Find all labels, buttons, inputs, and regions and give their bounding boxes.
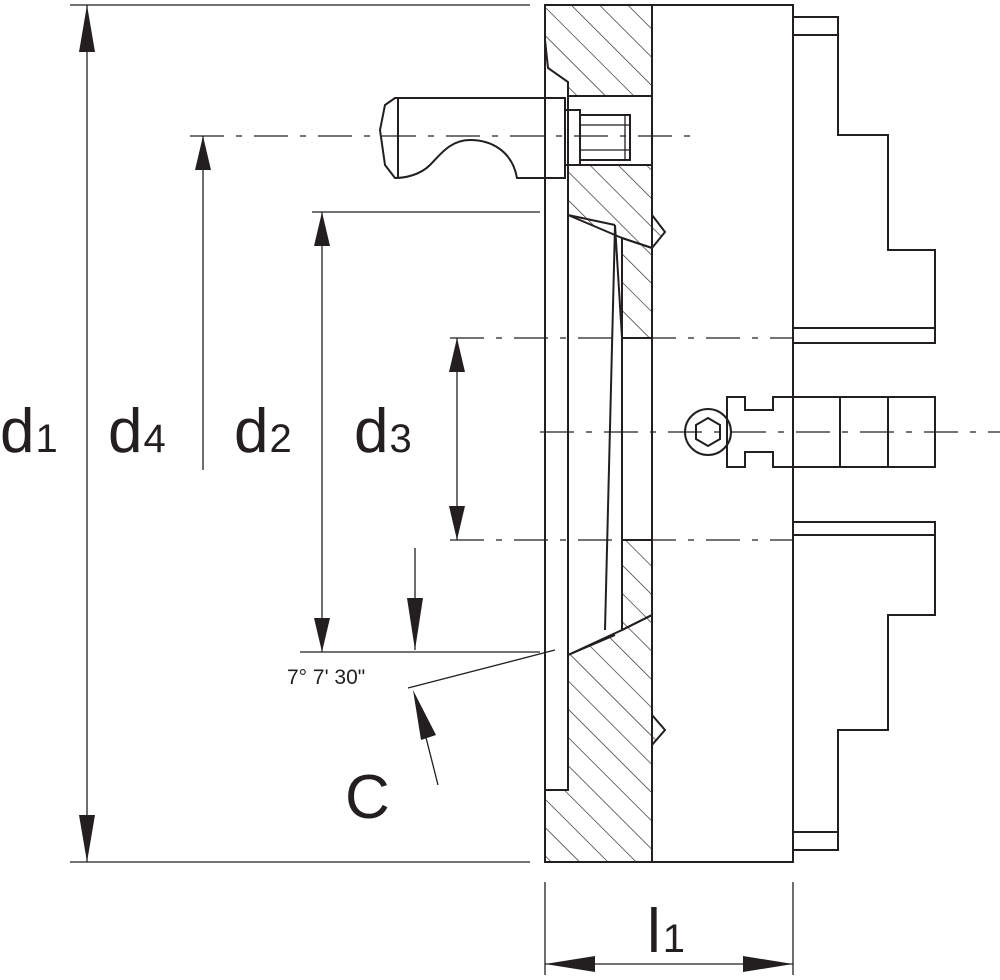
label-angle: 7° 7' 30" <box>287 666 365 689</box>
dimension-d4 <box>195 136 211 470</box>
dimension-d3 <box>449 338 465 540</box>
label-d2: d2 <box>234 397 292 466</box>
dimension-c <box>407 548 556 786</box>
chuck-body-section <box>544 4 794 863</box>
dimension-d1 <box>79 5 95 862</box>
dimension-d2 <box>314 212 330 652</box>
label-d3: d3 <box>354 397 412 466</box>
label-c: C <box>345 763 390 832</box>
upper-jaw <box>792 16 936 344</box>
label-d4: d4 <box>108 397 166 466</box>
upper-hatched-strip <box>621 236 653 339</box>
lower-hatched-section <box>544 613 667 863</box>
clamping-bolt <box>378 97 631 180</box>
label-d1: d1 <box>0 397 58 466</box>
upper-hatched-section <box>544 4 653 97</box>
label-l1: l1 <box>647 897 685 966</box>
dimension-l1 <box>545 956 793 972</box>
lower-jaw <box>792 521 936 851</box>
